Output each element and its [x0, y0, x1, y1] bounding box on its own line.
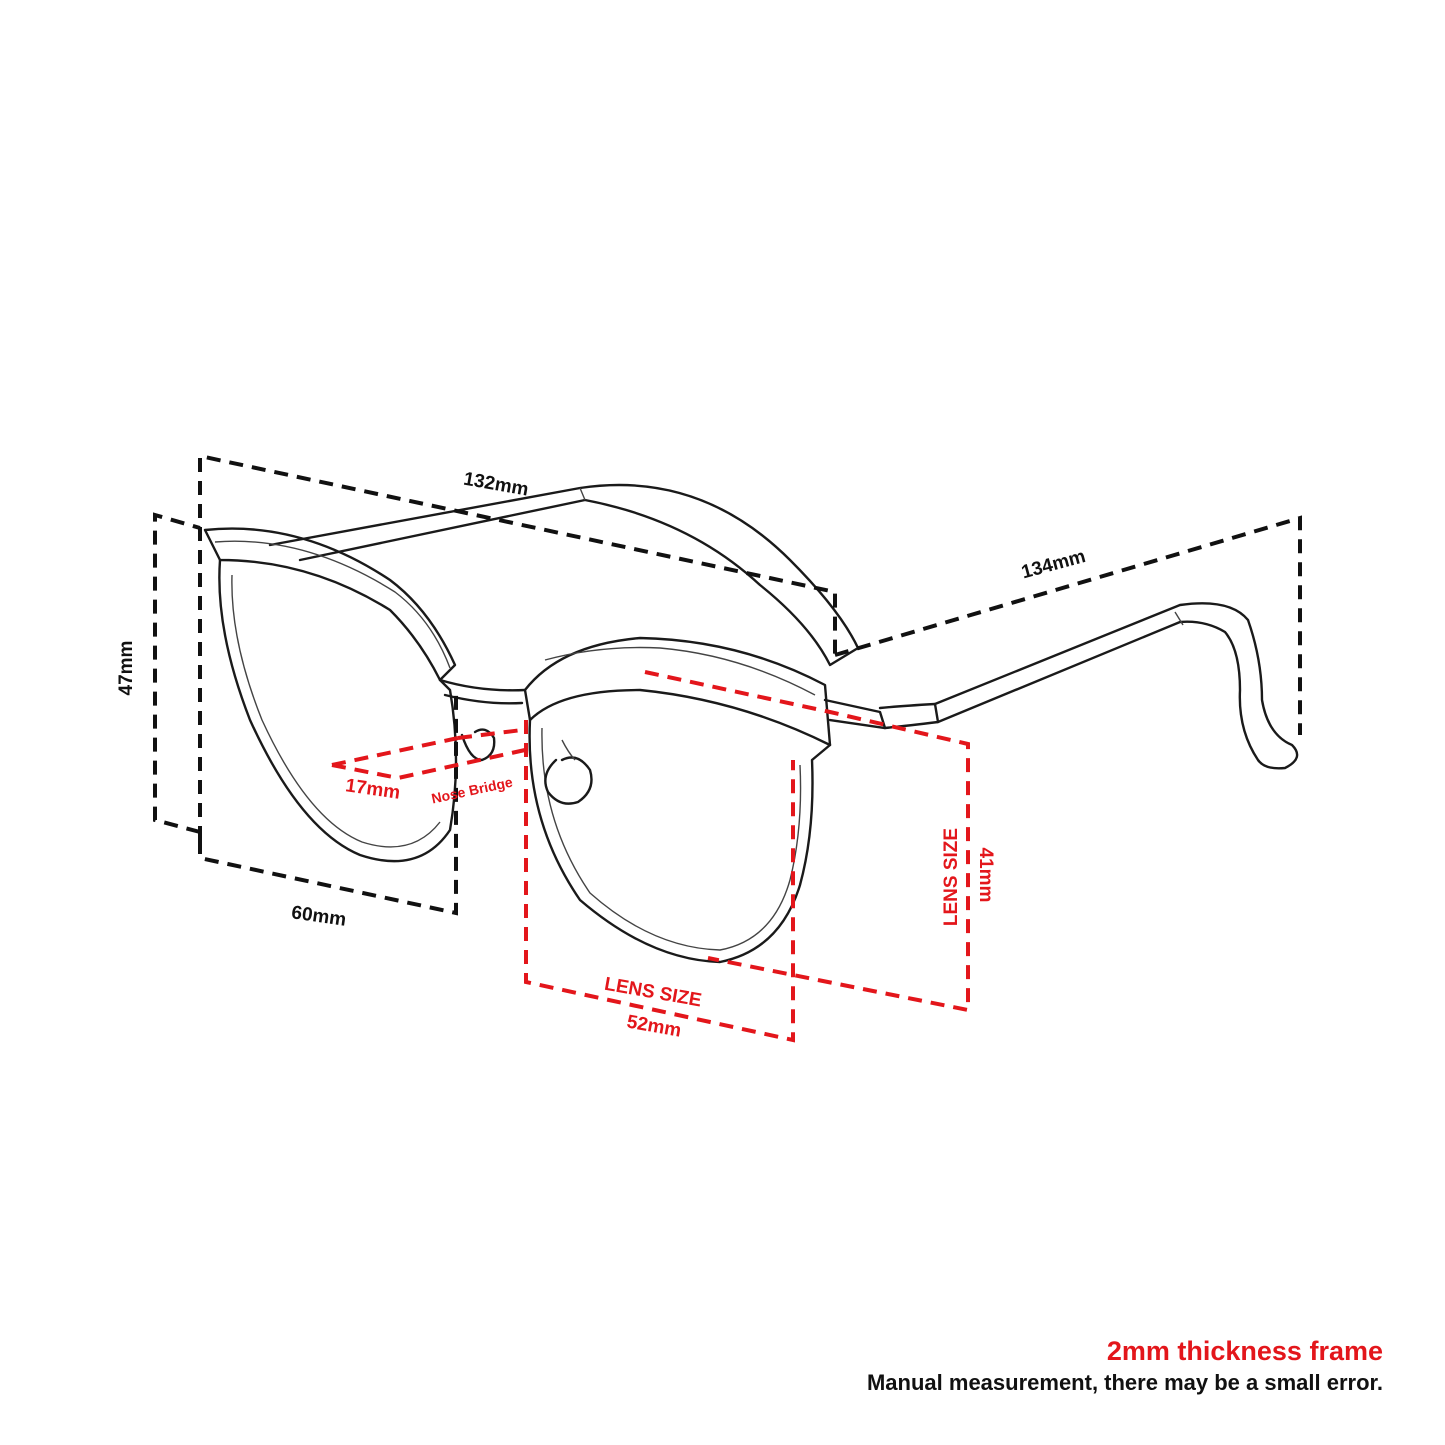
lens-height-title: LENS SIZE	[941, 828, 962, 926]
temple-length-label: 134mm	[1019, 546, 1088, 583]
total-width-label: 132mm	[462, 469, 530, 501]
eyeglasses-illustration	[203, 483, 1299, 964]
bridge-size-label: 17mm	[344, 775, 401, 803]
lens-width-title: LENS SIZE	[603, 974, 703, 1012]
nose-bridge-label: Nose Bridge	[430, 774, 514, 807]
footer-note: Manual measurement, there may be a small…	[866, 1370, 1383, 1395]
frame-width-label: 60mm	[290, 902, 347, 930]
red-dimension-guides	[331, 670, 970, 1043]
frame-height-label: 47mm	[116, 641, 137, 696]
lens-height-value: 41mm	[975, 848, 996, 903]
footer-title: 2mm thickness frame	[1106, 1336, 1383, 1366]
black-dimension-guides	[153, 453, 1302, 916]
